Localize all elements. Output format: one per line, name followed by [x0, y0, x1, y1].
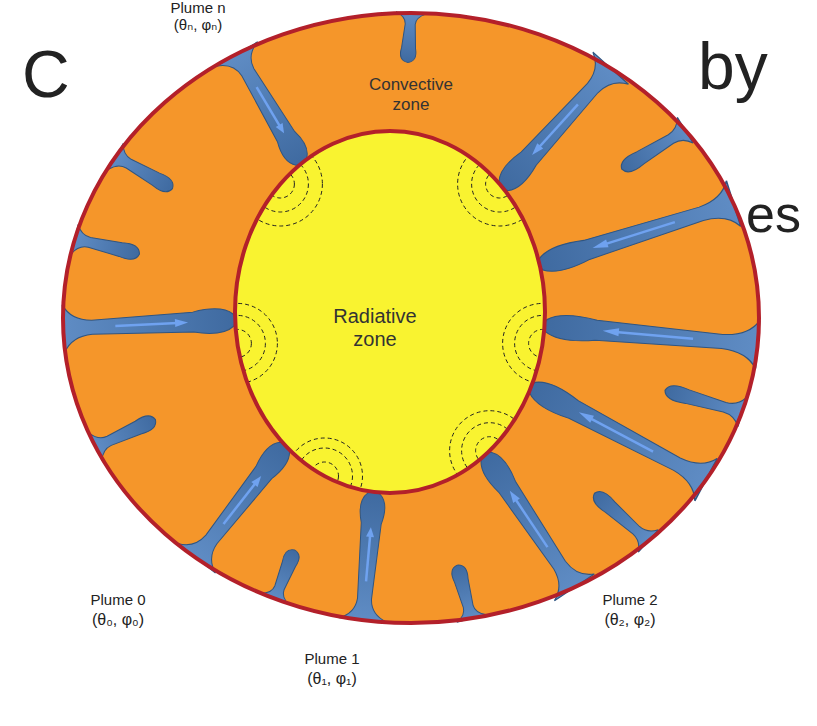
plume-label: Plume 0 [90, 592, 145, 609]
plume [393, 12, 426, 64]
zone-label: Radiative zone [320, 305, 430, 351]
plume-label: Plume 1 [304, 651, 359, 668]
plume [443, 561, 486, 622]
plume-label: Plume 2 [602, 592, 657, 609]
plume-label: (θ₀, φ₀) [92, 611, 144, 629]
plume [339, 490, 398, 622]
plume-label: (θ₂, φ₂) [604, 611, 655, 629]
plume [661, 376, 746, 427]
plume-label: Plume n [170, 0, 225, 17]
convective-ring [63, 13, 759, 623]
plume-label: (θ₁, φ₁) [307, 670, 357, 688]
plume [465, 441, 594, 601]
background-title-fragment: by [698, 30, 768, 103]
radiative-core [235, 131, 545, 493]
plume [542, 302, 760, 369]
zone-border [63, 13, 759, 623]
plume [484, 52, 628, 204]
gravity-waves [197, 142, 582, 514]
plume [71, 224, 142, 268]
background-title-fragment: C [22, 38, 70, 111]
plume [532, 181, 741, 288]
radiative-zone: Radiative zone [235, 131, 545, 493]
plume [62, 296, 236, 353]
convective-zone: Convective zoneRadiative zone [63, 13, 759, 623]
plume [519, 365, 717, 500]
plume-label: (θₙ, φₙ) [174, 17, 222, 34]
plume [216, 42, 322, 176]
zone-border [235, 131, 545, 493]
plume [178, 430, 305, 573]
background-title-fragment: es [746, 186, 801, 243]
plumes [62, 12, 760, 622]
zone-label: Convective zone [361, 75, 461, 114]
